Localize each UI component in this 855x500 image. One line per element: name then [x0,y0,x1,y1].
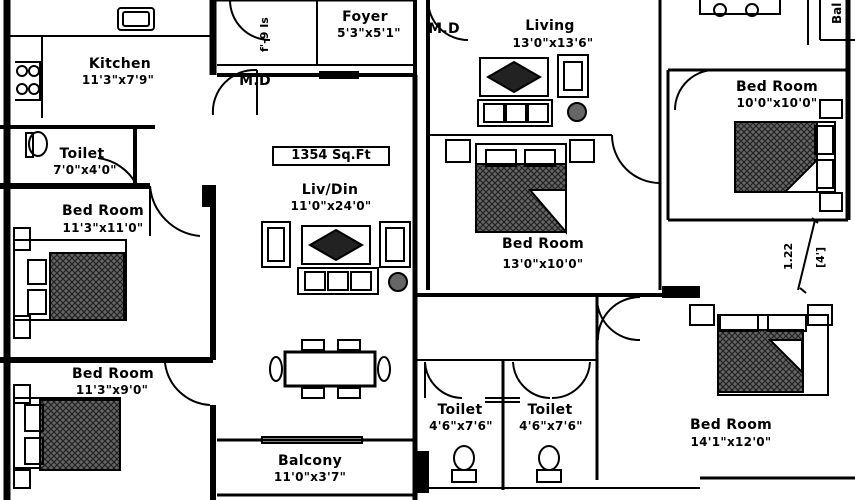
door-swing [211,68,258,116]
sofa [297,267,379,295]
room-name-toilet-mid-1: Toilet [437,402,483,418]
door-swing [427,0,469,41]
room-name-foyer: Foyer [342,9,388,25]
room-dims-livdin: 11'0"x24'0" [290,199,372,213]
wall [662,286,700,298]
wc [453,445,475,471]
room-dims-toilet-mid-2: 4'6"x7'6" [519,419,583,433]
door-swing [512,361,551,399]
door-swing [229,0,271,41]
sofa [379,221,411,268]
room-name-kitchen: Kitchen [88,56,152,72]
room-dims-bedroom-right-bottom: 14'1"x12'0" [690,435,772,449]
room-dims-toilet-left: 7'0"x4'0" [53,163,117,177]
room-dims-bedroom-left-1: 11'3"x11'0" [62,221,144,235]
dimension-line [797,219,816,291]
door-swing [596,296,641,341]
wc [28,131,48,157]
room-name-living: Living [525,18,575,34]
room-name-bedroom-left-1: Bed Room [61,203,145,219]
total-area-label: 1354 Sq.Ft [272,146,390,166]
door-swing [595,296,641,342]
door-swing [424,361,463,399]
room-dims-toilet-mid-1: 4'6"x7'6" [429,419,493,433]
edge-text-top-right: Bal [830,2,844,24]
sofa [477,99,553,127]
kitchen-counter [10,35,210,118]
measure-metric: 1.22 [782,242,795,270]
room-dims-kitchen: 11'3"x7'9" [81,73,155,87]
wall [819,0,855,41]
sofa [557,54,589,98]
room-dims-foyer: 5'3"x5'1" [337,26,401,40]
room-name-bedroom-center: Bed Room [501,236,585,252]
rug [479,57,549,97]
room-name-toilet-left: Toilet [59,146,105,162]
door-swing [673,68,719,111]
room-name-md-top: M.D [428,21,460,37]
rug [301,225,371,265]
door-swing [164,362,211,406]
room-name-bedroom-right-top: Bed Room [735,79,819,95]
room-dims-living: 13'0"x13'6" [512,36,594,50]
room-name-md-left: M.D [239,73,271,89]
sofa [261,221,291,268]
window [319,71,359,79]
dining-table [283,350,377,388]
door-swing [551,361,591,400]
kitchen-counter [15,61,41,101]
room-name-livdin: Liv/Din [301,182,359,198]
room-dims-bedroom-right-top: 10'0"x10'0" [736,96,818,110]
room-name-balcony: Balcony [277,453,343,469]
room-dims-balcony: 11'0"x3'7" [273,470,347,484]
room-name-toilet-mid-2: Toilet [527,402,573,418]
room-name-bedroom-right-bottom: Bed Room [689,417,773,433]
sink [117,7,155,31]
room-dims-bedroom-left-2: 11'3"x9'0" [75,383,149,397]
edge-text-top-left: f'-9 Is [258,17,271,52]
door-swing [149,185,201,237]
wc [538,445,560,471]
measure-imperial: [4'] [814,246,827,268]
door-swing [97,157,138,187]
room-dims-bedroom-center: 13'0"x10'0" [502,257,584,271]
door-swing [611,134,661,184]
room-name-bedroom-left-2: Bed Room [71,366,155,382]
